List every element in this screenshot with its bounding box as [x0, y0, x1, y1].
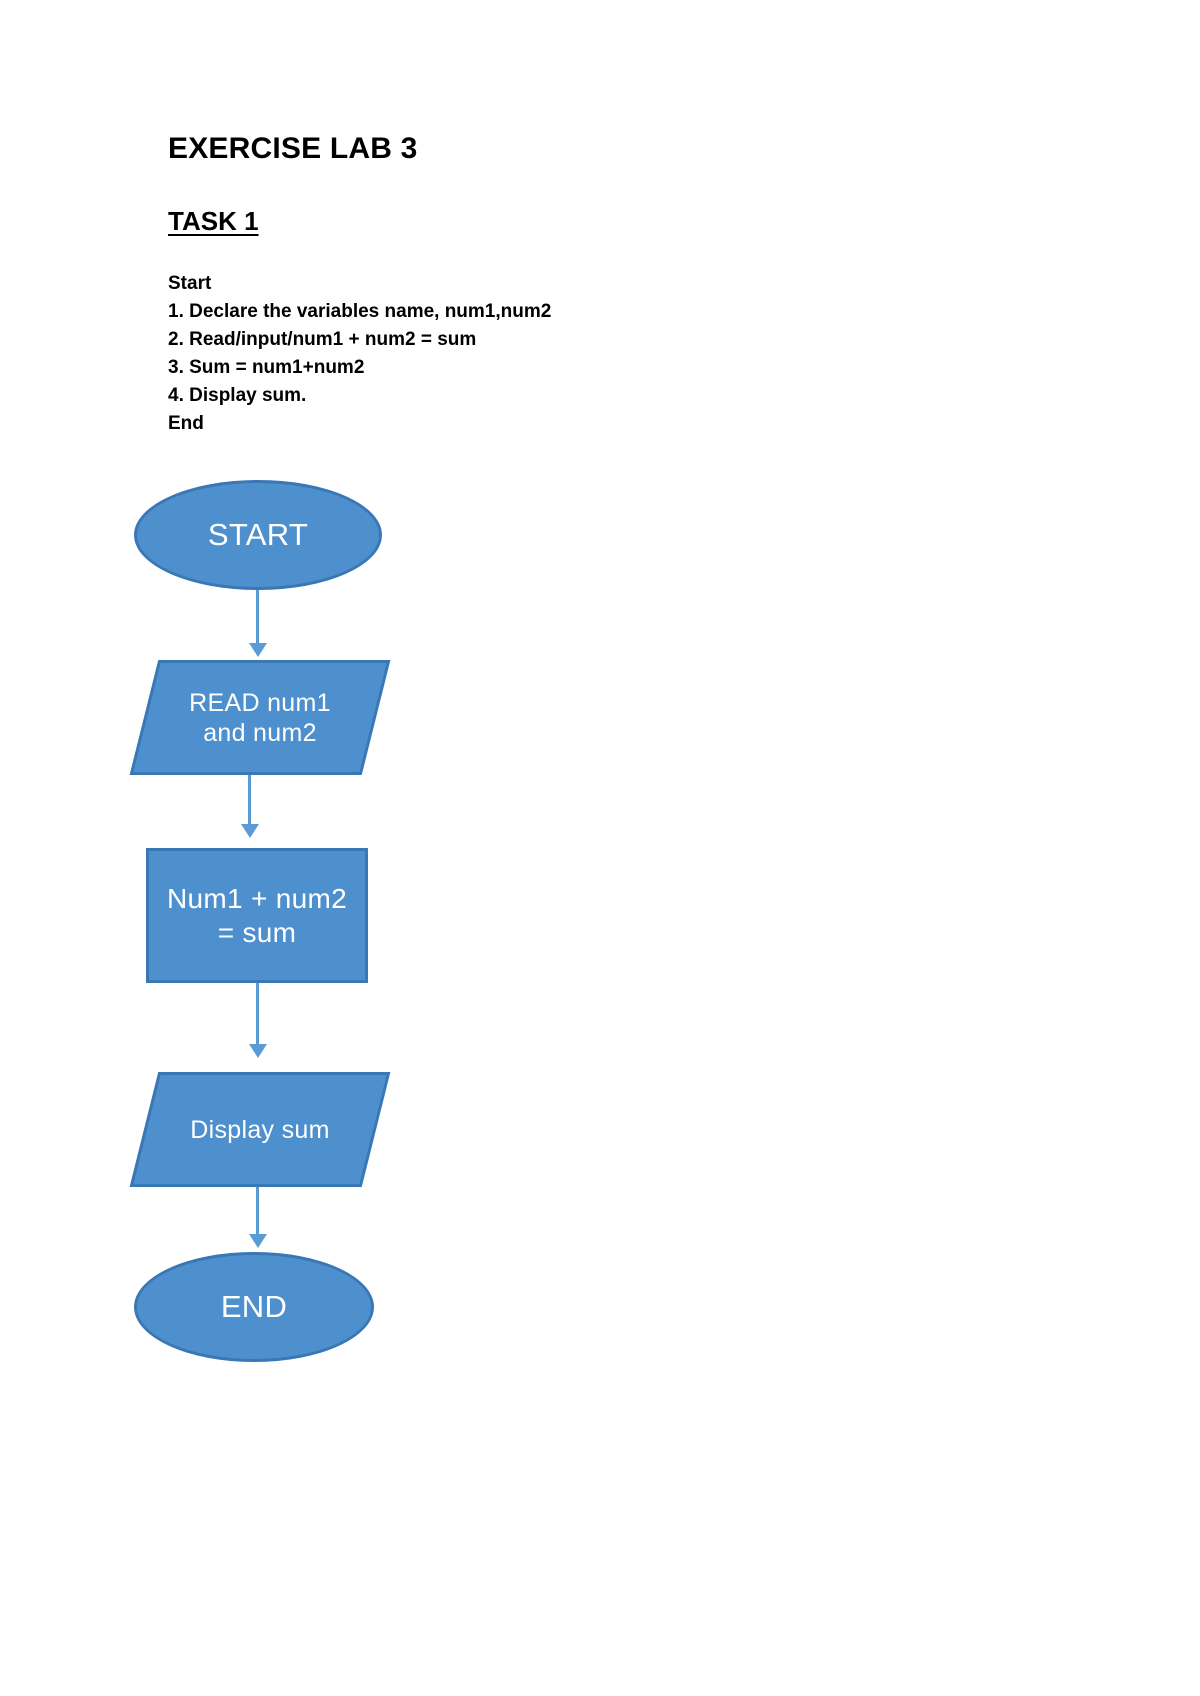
flowchart-node-process: Num1 + num2= sum	[146, 848, 368, 983]
pseudocode-list: Start 1. Declare the variables name, num…	[168, 270, 1048, 439]
page-title: EXERCISE LAB 3	[168, 132, 418, 165]
pseudocode-line: 4. Display sum.	[168, 385, 307, 407]
pseudocode-line: Start	[168, 272, 212, 294]
task-heading: TASK 1	[168, 206, 259, 236]
pseudocode-line: End	[168, 413, 204, 435]
flowchart-node-start: START	[134, 480, 382, 590]
connector-read-to-process	[248, 775, 251, 833]
arrowhead-icon	[249, 1234, 267, 1248]
connector-process-to-display	[256, 983, 259, 1053]
pseudocode-line: 1. Declare the variables name, num1,num2	[168, 300, 552, 322]
connector-start-to-read	[256, 590, 259, 652]
text-content-block: EXERCISE LAB 3 TASK 1 Start 1. Declare t…	[168, 132, 1048, 438]
pseudocode-line: 3. Sum = num1+num2	[168, 356, 365, 378]
connector-display-to-end	[256, 1187, 259, 1243]
arrowhead-icon	[249, 1044, 267, 1058]
flowchart-node-display: Display sum	[129, 1072, 391, 1187]
arrowhead-icon	[241, 824, 259, 838]
flowchart-node-display-label: Display sum	[190, 1115, 330, 1144]
arrowhead-icon	[249, 643, 267, 657]
pseudocode-line: 2. Read/input/num1 + num2 = sum	[168, 328, 477, 350]
flowchart-node-end: END	[134, 1252, 374, 1362]
